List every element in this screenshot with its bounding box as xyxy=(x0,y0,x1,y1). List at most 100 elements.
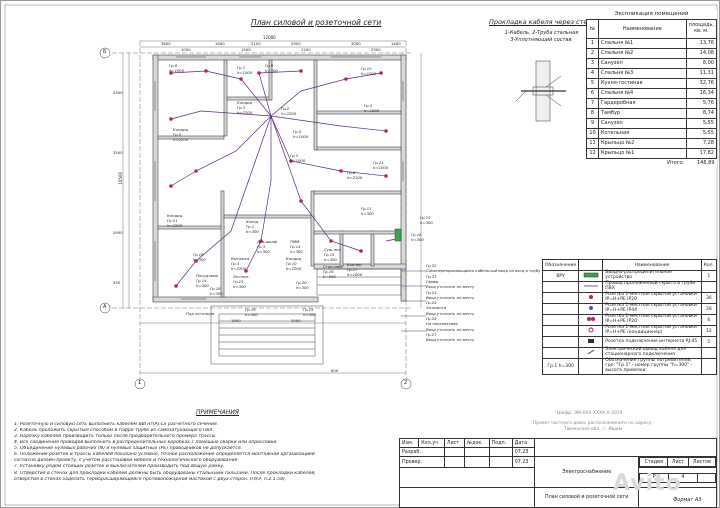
room-number: 11 xyxy=(586,137,599,149)
group-label: Гр.16 xyxy=(323,269,334,274)
dimension-label: 3500 xyxy=(113,150,123,155)
dimension-label: 1200 xyxy=(301,47,311,52)
group-label: Гр.4 xyxy=(364,103,373,108)
stamp-header: Кол.уч xyxy=(418,438,445,448)
stamp-header: Подп. xyxy=(488,438,513,448)
group-label: Гр.21 xyxy=(167,218,178,223)
group-label: h=1000 xyxy=(237,70,253,75)
group-label: Гр.6 xyxy=(347,170,356,175)
group-label: Гр.5 xyxy=(290,153,299,158)
group-label: Суш.пол xyxy=(324,247,341,252)
legend-name: Розетка 1-местная скрытой установки IP=Н… xyxy=(602,292,702,304)
explication-header: Наименование xyxy=(598,18,687,39)
group-label: h=300 xyxy=(265,68,278,73)
group-label: h=2100 xyxy=(347,175,363,180)
side-note: Гр.26 xyxy=(426,316,437,321)
group-label: h=1000 xyxy=(347,272,363,277)
group-label: h=300 xyxy=(303,312,316,317)
legend-row: Розетка 1-местная скрытой установки IP=Н… xyxy=(541,303,718,315)
room-area: 5,55 xyxy=(685,127,718,139)
room-number: 9 xyxy=(586,117,599,129)
legend-symbol: ВРУ xyxy=(541,270,580,282)
legend-qty xyxy=(700,281,718,293)
cable-legend: 1-Кабель, 2-Труба стальная 3-Уплотняющий… xyxy=(505,30,578,43)
dimension-label: 2400 xyxy=(113,90,123,95)
room-area: 11,31 xyxy=(685,67,718,79)
dimension-label: 1900 xyxy=(215,41,225,46)
stamp-header: Дата xyxy=(511,438,535,448)
dimension-label: 1500 xyxy=(241,47,251,52)
room-name: Гардеробная xyxy=(598,97,687,109)
legend-row: Электрический вывод кабеля для стационар… xyxy=(541,347,718,359)
note-item: отверстия в стенах заделать терморасширя… xyxy=(14,476,287,482)
legend-symbol xyxy=(541,325,580,337)
notes-list: 1. Розеточную и силовую сеть выполнить к… xyxy=(14,422,399,483)
stamp-razrab-date: 07.23 xyxy=(511,447,535,457)
legend-name: Розетка 1-местная скрытой установки IP=Н… xyxy=(602,325,702,337)
group-label: h=2200 xyxy=(237,110,253,115)
room-name: Спальня №4 xyxy=(598,87,687,99)
object-name-line: Тюменская обл., г. Ишим xyxy=(563,426,622,432)
side-note: Эл.ворота xyxy=(426,305,447,311)
stamp-stadia-label: Стадия xyxy=(639,457,669,467)
legend-symbol xyxy=(541,314,580,326)
legend-row: Розетка 1-местная скрытой установки IP=Н… xyxy=(541,292,718,304)
legend-header: Наименование xyxy=(602,259,702,271)
dimension-label: 1050 xyxy=(181,47,191,52)
axis-2-label: 2 xyxy=(404,380,408,386)
note-item: 1. Розеточную и силовую сеть выполнить к… xyxy=(14,422,219,427)
avito-watermark: Avito xyxy=(613,471,682,496)
group-label: Гр.11 xyxy=(373,160,384,165)
room-number: 7 xyxy=(586,97,599,109)
room-number: 4 xyxy=(586,67,599,79)
group-label: Гр.7 xyxy=(237,65,246,70)
legend-qty: 6 xyxy=(700,314,718,326)
side-note: Гр.27 xyxy=(426,331,437,337)
side-note: Ввод уточнить по месту xyxy=(426,294,475,300)
room-number: 3 xyxy=(586,57,599,69)
group-label: Посуд.маш xyxy=(196,273,219,278)
room-name: Крыльцо №2 xyxy=(598,137,687,149)
plan-title: План силовой и розеточной сети xyxy=(251,18,382,27)
group-label: Гр.17 xyxy=(347,267,358,272)
group-label: h=300 xyxy=(420,220,433,225)
group-label: h=2200 xyxy=(286,266,302,271)
group-label: Гр.15 xyxy=(303,307,314,312)
group-label: h=2200 xyxy=(281,111,297,116)
note-item: 7. Установку рядом стоящих розеток и вык… xyxy=(14,464,225,470)
dimension-label: 2300 xyxy=(371,47,381,52)
note-item: 3. Нарезку кабелей производить только по… xyxy=(14,434,217,440)
stamp-stadia: Р xyxy=(639,472,669,483)
legend-symbol xyxy=(541,303,580,315)
group-label: Гр.4 xyxy=(231,261,240,266)
group-label: Вытяжка xyxy=(231,256,250,261)
legend-row: Провод проложенный скрыто в трубе ПВХ xyxy=(541,281,718,293)
note-item: 8. Отверстия в стенах для прокладки кабе… xyxy=(14,470,316,476)
legend-qty: 5 xyxy=(700,336,718,348)
note-item: 6. Положение розеток и трассы кабелей по… xyxy=(14,452,315,458)
ac-socket-icon xyxy=(578,325,604,337)
stamp-list-label: Лист xyxy=(667,457,689,467)
room-name: Тамбур xyxy=(598,107,687,119)
room-area: 5,76 xyxy=(685,97,718,109)
legend-symbol: Гр.1 h=300 xyxy=(541,358,580,375)
group-label: Гр.14 xyxy=(196,278,207,283)
note-item: 4. Все соединения проводов выполнить в р… xyxy=(14,440,278,446)
side-note: Самоперекрывающийся кабельный ввод на вх… xyxy=(426,268,541,274)
room-name: Санузел xyxy=(598,117,687,129)
group-label: h=1000 xyxy=(364,108,380,113)
document-code: Шифр: ЭМ-ХХХ-ХХХХ-Х-2019 xyxy=(557,411,623,416)
room-area: 14,08 xyxy=(685,47,718,59)
group-label: Кондиц xyxy=(237,100,253,105)
group-label: Кондиц xyxy=(286,256,302,261)
